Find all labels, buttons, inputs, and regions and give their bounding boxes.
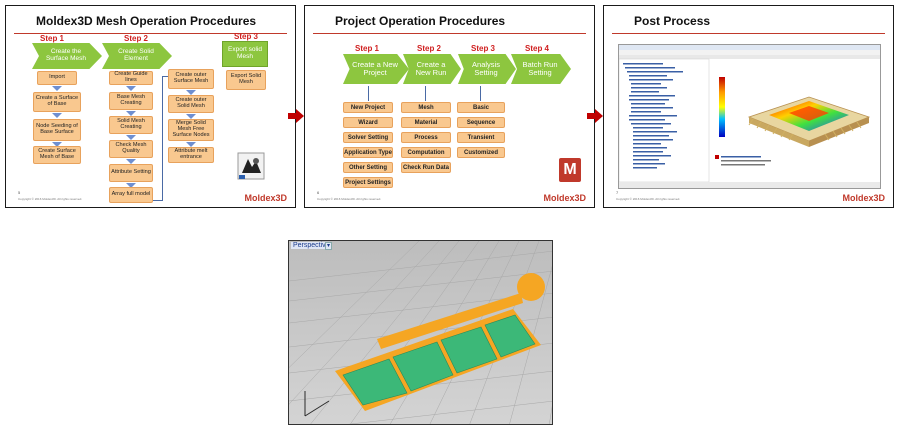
option-box: Material bbox=[401, 117, 451, 128]
down-arrow-icon bbox=[52, 142, 62, 147]
title-divider bbox=[14, 33, 287, 34]
proc-box: Solid Mesh Creating bbox=[109, 116, 153, 134]
proc-box: Create outer Surface Mesh bbox=[168, 69, 214, 89]
down-arrow-icon bbox=[126, 159, 136, 164]
option-box: Check Run Data bbox=[401, 162, 451, 173]
proc-box: Create Surface Mesh of Base bbox=[33, 146, 81, 164]
connector-line bbox=[162, 76, 169, 77]
proc-box: Base Mesh Creating bbox=[109, 92, 153, 110]
proc-box: Merge Solid Mesh Free Surface Nodes bbox=[168, 119, 214, 141]
proc-box: Attribute melt entrance bbox=[168, 147, 214, 163]
down-arrow-icon bbox=[126, 135, 136, 140]
option-box: Customized bbox=[457, 147, 505, 158]
connector-line bbox=[425, 86, 426, 101]
step-label: Step 3 bbox=[234, 32, 259, 41]
option-box: Project Settings bbox=[343, 177, 393, 188]
proc-box: Node Seeding of Base Surface bbox=[33, 119, 81, 141]
down-arrow-icon bbox=[126, 183, 136, 188]
copyright: Copyright © 2016 Moldex3D. All rights re… bbox=[317, 197, 382, 201]
step1-header: Create the Surface Mesh bbox=[32, 43, 102, 69]
step-label: Step 1 bbox=[355, 44, 380, 53]
title-divider bbox=[313, 33, 586, 34]
option-box: Application Type bbox=[343, 147, 393, 158]
proc-box: Array full model bbox=[109, 187, 153, 203]
page-number: 7 bbox=[616, 190, 619, 195]
down-arrow-icon bbox=[186, 90, 196, 95]
page-number: 5 bbox=[18, 190, 21, 195]
step-label: Step 2 bbox=[417, 44, 442, 53]
copyright: Copyright © 2016 Moldex3D. All rights re… bbox=[18, 197, 83, 201]
viewport-canvas[interactable] bbox=[289, 241, 553, 425]
perspective-viewport[interactable]: Perspective ▾ bbox=[288, 240, 553, 425]
proc-box: Attribute Setting bbox=[109, 164, 153, 182]
option-box: Sequence bbox=[457, 117, 505, 128]
proc-box: Create Guide lines bbox=[109, 71, 153, 85]
copyright: Copyright © 2016 Moldex3D. All rights re… bbox=[616, 197, 681, 201]
step2-header: Create a New Run bbox=[403, 54, 461, 84]
brand-logo: Moldex3D bbox=[842, 193, 885, 203]
slide-title: Post Process bbox=[634, 14, 711, 28]
option-box: Other Setting bbox=[343, 162, 393, 173]
option-box: Transient bbox=[457, 132, 505, 143]
software-screenshot bbox=[618, 44, 881, 189]
proc-box: Import bbox=[37, 71, 77, 85]
option-box: New Project bbox=[343, 102, 393, 113]
option-box: Process bbox=[401, 132, 451, 143]
step3-header: Export solid Mesh bbox=[222, 41, 268, 67]
down-arrow-icon bbox=[126, 111, 136, 116]
brand-logo: Moldex3D bbox=[244, 193, 287, 203]
title-divider bbox=[612, 33, 885, 34]
option-box: Solver Setting bbox=[343, 132, 393, 143]
slide-title: Project Operation Procedures bbox=[335, 14, 506, 28]
connector-line bbox=[153, 200, 163, 201]
option-box: Basic bbox=[457, 102, 505, 113]
proc-box: Create a Surface of Base bbox=[33, 92, 81, 112]
step4-header: Batch Run Setting bbox=[511, 54, 571, 84]
slide-mesh-operation: Moldex3D Mesh Operation Procedures Step … bbox=[5, 5, 296, 208]
connector-line bbox=[162, 76, 163, 201]
step-label: Step 4 bbox=[525, 44, 550, 53]
connector-line bbox=[480, 86, 481, 101]
down-arrow-icon bbox=[126, 86, 136, 91]
step1-header: Create a New Project bbox=[343, 54, 409, 84]
down-arrow-icon bbox=[186, 142, 196, 147]
option-box: Computation bbox=[401, 147, 451, 158]
down-arrow-icon bbox=[52, 86, 62, 91]
step3-header: Analysis Setting bbox=[458, 54, 516, 84]
proc-box: Create outer Solid Mesh bbox=[168, 95, 214, 113]
down-arrow-icon bbox=[52, 113, 62, 118]
option-box: Wizard bbox=[343, 117, 393, 128]
step-label: Step 1 bbox=[40, 34, 65, 43]
page-number: 6 bbox=[317, 190, 320, 195]
slide-title: Moldex3D Mesh Operation Procedures bbox=[36, 14, 257, 28]
slide-project-operation: Project Operation Procedures Step 1 Step… bbox=[304, 5, 595, 208]
proc-box: Export Solid Mesh bbox=[226, 70, 266, 90]
moldex-logo-icon: M bbox=[559, 158, 581, 182]
down-arrow-icon bbox=[186, 114, 196, 119]
step-label: Step 2 bbox=[124, 34, 149, 43]
software-icon bbox=[237, 152, 265, 180]
slide-post-process: Post Process bbox=[603, 5, 894, 208]
viewport-title[interactable]: Perspective bbox=[291, 242, 332, 249]
option-box: Mesh bbox=[401, 102, 451, 113]
step2-header: Create Solid Element bbox=[102, 43, 172, 69]
connector-line bbox=[368, 86, 369, 101]
perspective-dropdown-icon[interactable]: ▾ bbox=[325, 242, 332, 250]
proc-box: Check Mesh Quality bbox=[109, 140, 153, 158]
step-label: Step 3 bbox=[471, 44, 496, 53]
brand-logo: Moldex3D bbox=[543, 193, 586, 203]
